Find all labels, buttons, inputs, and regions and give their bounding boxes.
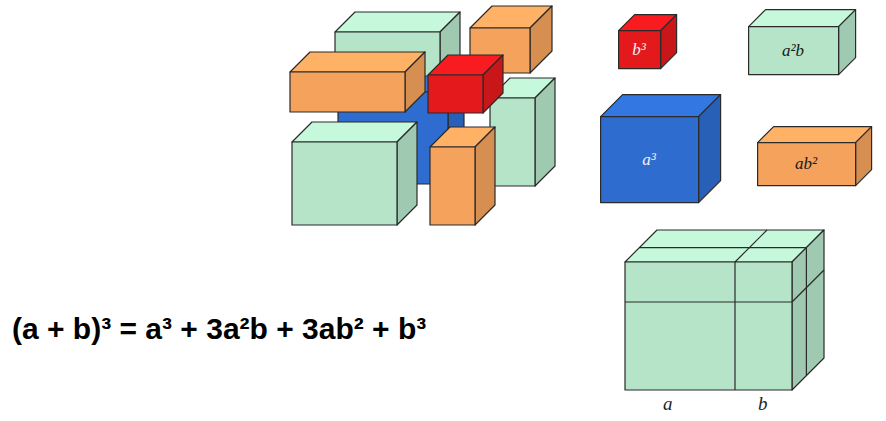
box-face (290, 52, 425, 72)
piece-box (601, 95, 721, 203)
box-face (625, 230, 824, 262)
split-line (735, 230, 767, 262)
box-face (290, 72, 405, 112)
box-face (483, 55, 503, 113)
box-face (749, 10, 856, 27)
box-face (397, 122, 417, 225)
split-line (625, 301, 792, 302)
split-line (806, 248, 807, 376)
identity-formula: (a + b)³ = a³ + 3a²b + 3ab² + b³ (12, 312, 426, 346)
box-face (839, 10, 856, 75)
box-face (619, 31, 661, 69)
piece-label: ab² (795, 155, 817, 172)
box-face (749, 27, 839, 75)
box-face (335, 12, 460, 32)
piece-face: ab² (757, 142, 855, 185)
edge-length-label: a (663, 393, 673, 415)
split-line (792, 270, 824, 302)
edge-length-label: b (758, 393, 768, 415)
box-face (758, 143, 856, 186)
piece-face: a³ (600, 116, 698, 202)
piece-box (749, 10, 856, 75)
box-face (758, 127, 872, 143)
box-face (292, 122, 417, 142)
piece-box (619, 15, 677, 69)
a-cubed-piece: a³ (600, 94, 720, 202)
box-face (601, 117, 699, 203)
split-line (639, 247, 806, 248)
box-face (535, 78, 555, 186)
box-face (625, 262, 792, 390)
box-face (699, 95, 721, 203)
cube-piece (430, 127, 495, 225)
b-cubed-piece: b³ (618, 14, 676, 68)
cube-piece (292, 122, 417, 225)
assembled-cube (625, 230, 824, 390)
box-face (428, 75, 483, 113)
a-squared-b-piece: a²b (748, 9, 855, 74)
box-face (792, 230, 824, 390)
piece-face: b³ (618, 30, 660, 68)
box-face (292, 142, 397, 225)
box-face (475, 127, 495, 225)
box-face (530, 6, 552, 73)
piece-face: a²b (748, 26, 838, 74)
split-line (734, 262, 735, 390)
piece-label: a²b (782, 42, 804, 59)
piece-label: b³ (632, 41, 646, 58)
box-face (430, 147, 475, 225)
cube-piece (290, 52, 425, 112)
box-face (661, 15, 677, 69)
cube-piece (428, 55, 503, 113)
a-b-squared-piece: ab² (757, 126, 871, 185)
piece-box (758, 127, 872, 186)
cube-split-lines (625, 230, 824, 390)
box-face (490, 98, 535, 186)
box-face (405, 52, 425, 112)
piece-label: a³ (642, 151, 656, 168)
box-face (856, 127, 872, 186)
piece-outline (618, 14, 678, 70)
piece-outline (600, 94, 722, 204)
